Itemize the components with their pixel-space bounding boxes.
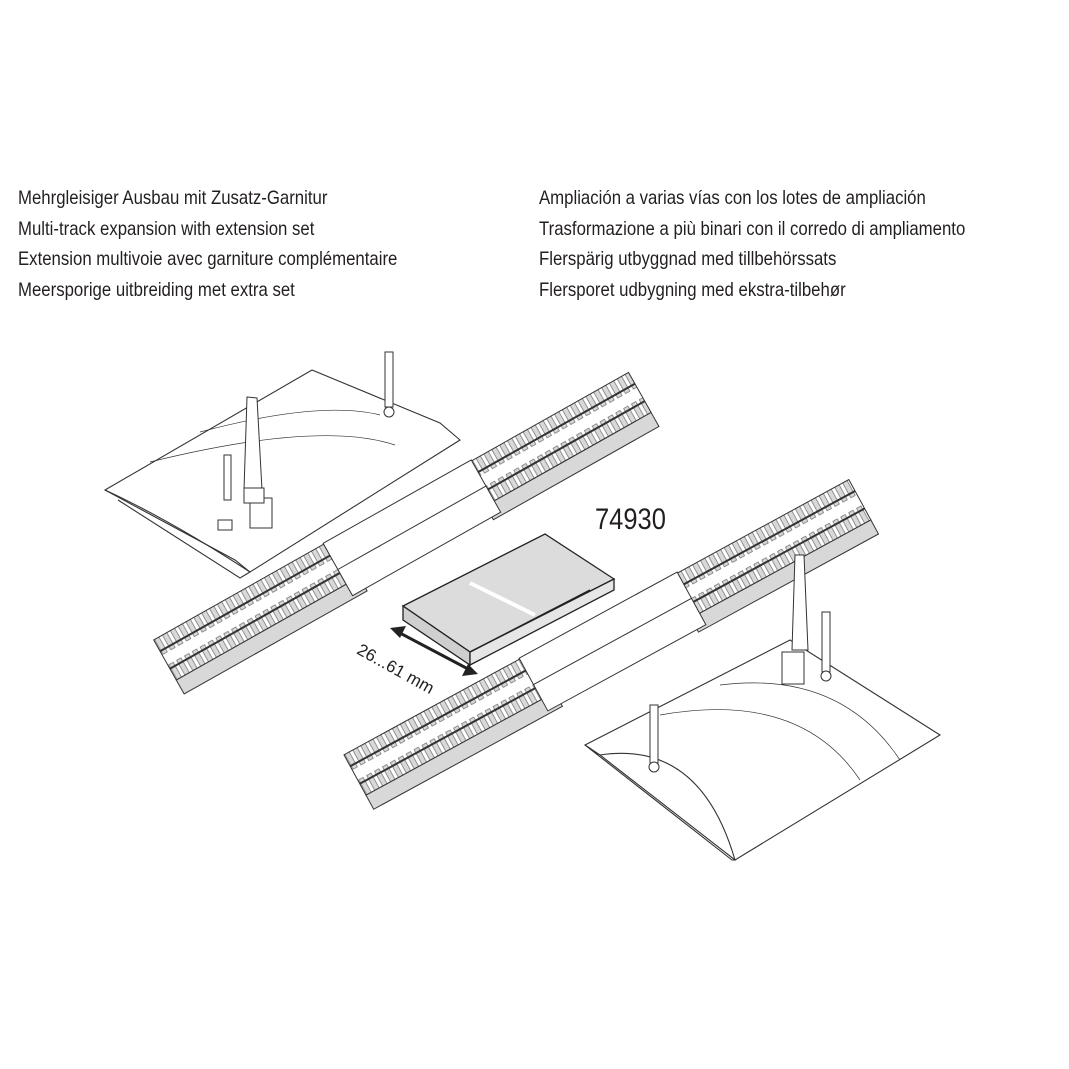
caption-dutch: Meersporige uitbreiding met extra set — [18, 278, 295, 301]
caption-swedish: Flerspärig utbyggnad med tillbehörssats — [539, 248, 837, 270]
dimension-arrow — [390, 626, 478, 676]
caption-german: Mehrgleisiger Ausbau mit Zusatz-Garnitur — [18, 187, 328, 209]
barrier-post-lower — [781, 554, 809, 685]
crossing-sign-lower — [648, 611, 832, 773]
track-upper — [153, 371, 660, 695]
caption-english: Multi-track expansion with extension set — [18, 217, 315, 240]
caption-spanish: Ampliación a varias vías con los lotes d… — [539, 187, 926, 209]
road-plate-upper — [103, 369, 461, 579]
caption-danish: Flersporet udbygning med ekstra-tilbehør — [539, 278, 846, 301]
part-number-label: 74930 — [595, 503, 666, 536]
caption-italian: Trasformazione a più binari con il corre… — [539, 217, 966, 240]
track-lower — [343, 478, 880, 810]
caption-column-right: Ampliación a varias vías con los lotes d… — [539, 183, 965, 305]
road-plate-lower — [583, 639, 942, 861]
barrier-post-upper — [243, 396, 273, 529]
caption-french: Extension multivoie avec garniture compl… — [18, 248, 398, 270]
caption-column-left: Mehrgleisiger Ausbau mit Zusatz-Garnitur… — [18, 183, 397, 305]
crossing-sign-upper-left — [217, 351, 395, 531]
extension-plate — [401, 533, 616, 667]
